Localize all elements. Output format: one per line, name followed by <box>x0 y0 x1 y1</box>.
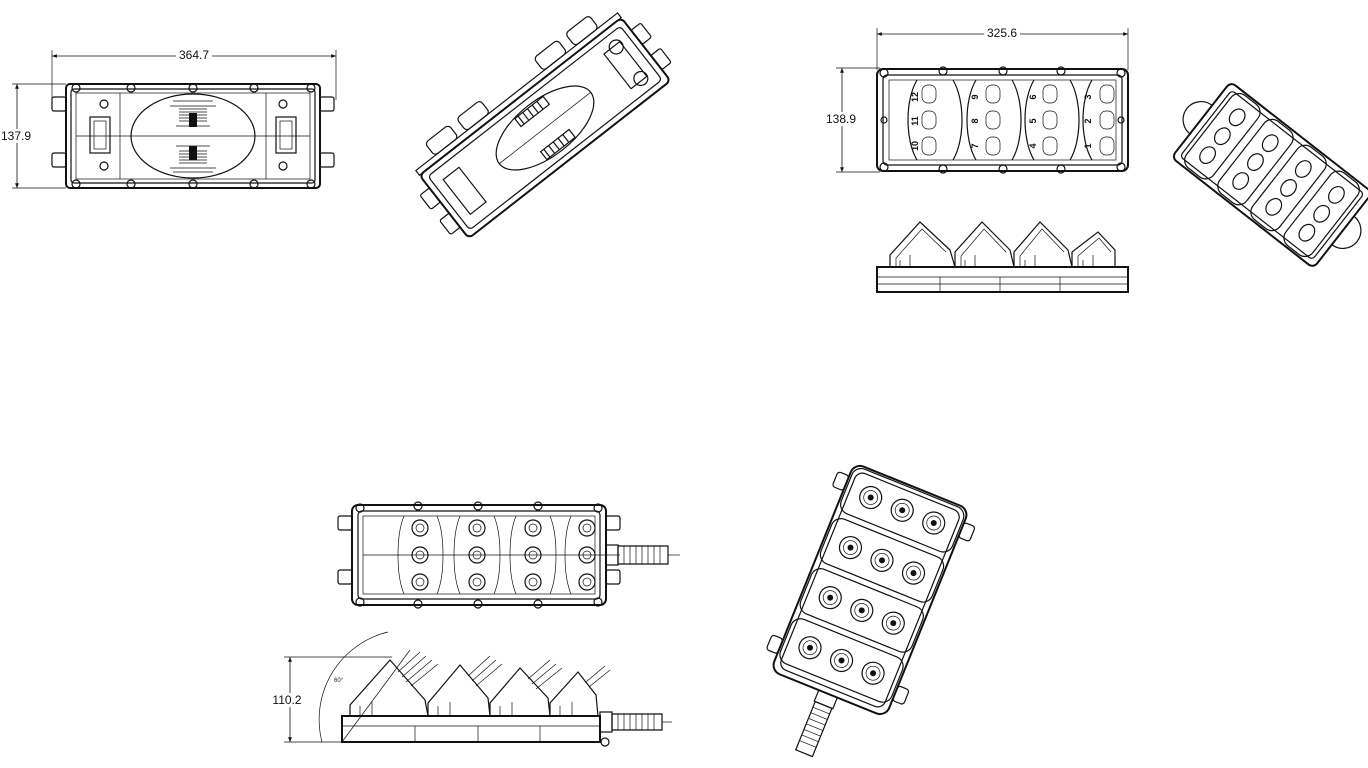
closure-plan-view <box>337 501 680 609</box>
width-dimension-label: 325.6 <box>987 26 1017 40</box>
side-cable-gland <box>599 711 672 747</box>
port-number: 3 <box>1083 94 1093 99</box>
port-number: 6 <box>1028 94 1038 99</box>
port-number: 2 <box>1083 118 1093 123</box>
port-number: 1 <box>1083 143 1093 148</box>
port-number-labels: 12 9 6 3 11 8 5 2 10 7 4 1 <box>910 92 1093 151</box>
splice-tray-isometric-view <box>414 12 672 238</box>
port-number: 11 <box>910 116 920 126</box>
closure-isometric-view <box>766 464 976 758</box>
port-number: 4 <box>1028 143 1038 148</box>
height-dimension-label: 138.9 <box>826 112 856 126</box>
width-dimension-label: 364.7 <box>179 48 209 62</box>
port-number: 9 <box>970 94 980 99</box>
port-base-side-view <box>876 221 1129 293</box>
port-number: 8 <box>970 118 980 123</box>
port-base-plan-view: 325.6 138.9 <box>824 26 1129 174</box>
port-base-isometric-view <box>1172 83 1368 267</box>
port-number: 12 <box>910 92 920 102</box>
port-number: 5 <box>1028 118 1038 123</box>
height-dimension-label: 137.9 <box>1 129 31 143</box>
closure-side-view: 110.2 60° <box>272 631 672 747</box>
isometric-cable-gland <box>794 689 839 758</box>
port-number: 7 <box>970 143 980 148</box>
height-dimension-label: 110.2 <box>272 693 301 707</box>
port-number: 10 <box>910 141 920 151</box>
cable-gland <box>605 544 680 566</box>
splice-tray-plan-view: 364.7 137.9 <box>1 48 337 189</box>
angle-label: 60° <box>334 678 344 684</box>
